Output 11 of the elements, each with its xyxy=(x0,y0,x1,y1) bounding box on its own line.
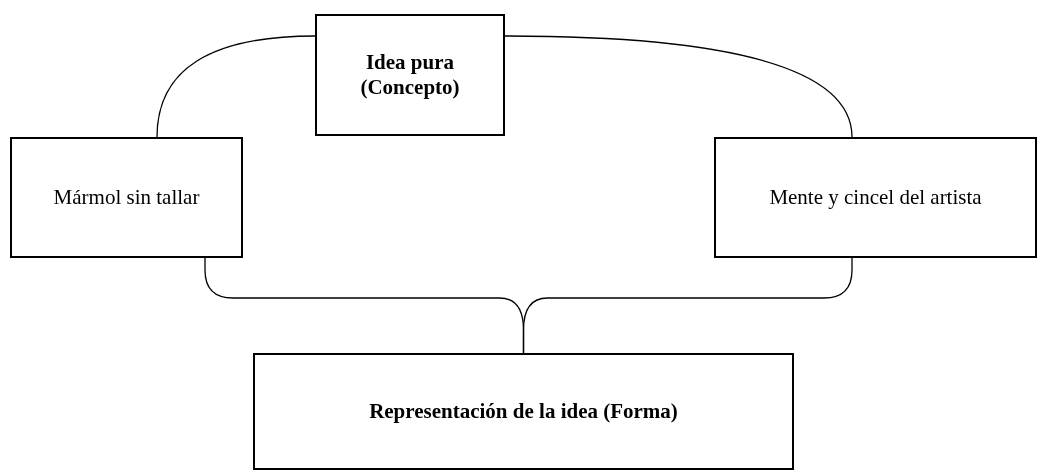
connector-line xyxy=(522,257,853,354)
text-box xyxy=(315,14,505,136)
box-label: Representación de la idea (Forma) xyxy=(369,399,678,424)
text-box xyxy=(714,137,1037,258)
box-label: Mente y cincel del artista xyxy=(769,185,982,210)
text-box xyxy=(253,353,794,470)
box-label: Idea pura (Concepto) xyxy=(359,50,461,100)
text-box xyxy=(10,137,243,258)
connector-line xyxy=(156,35,316,138)
connector-line xyxy=(504,35,853,138)
box-label: Mármol sin tallar xyxy=(53,185,200,210)
